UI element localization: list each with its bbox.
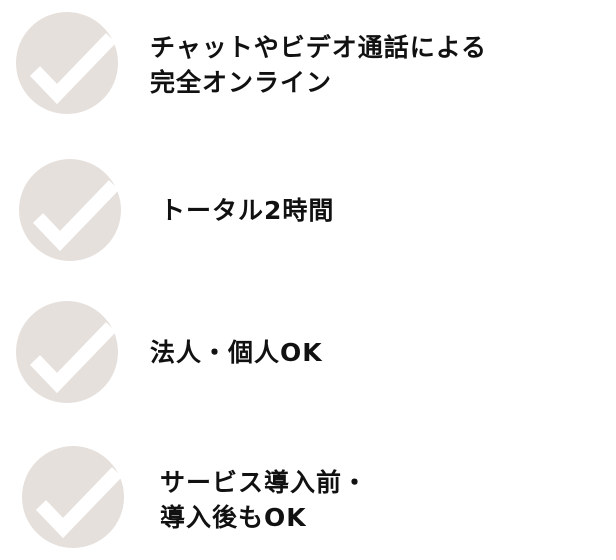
check-circle-icon xyxy=(16,12,118,114)
check-circle-icon xyxy=(16,301,118,403)
feature-label: トータル2時間 xyxy=(160,196,335,225)
feature-label: 法人・個人OK xyxy=(150,338,323,367)
check-circle-icon xyxy=(22,446,124,548)
feature-label: サービス導入前・ 導入後もOK xyxy=(160,468,369,532)
check-circle-icon xyxy=(19,159,121,261)
feature-label: チャットやビデオ通話による 完全オンライン xyxy=(150,33,488,97)
